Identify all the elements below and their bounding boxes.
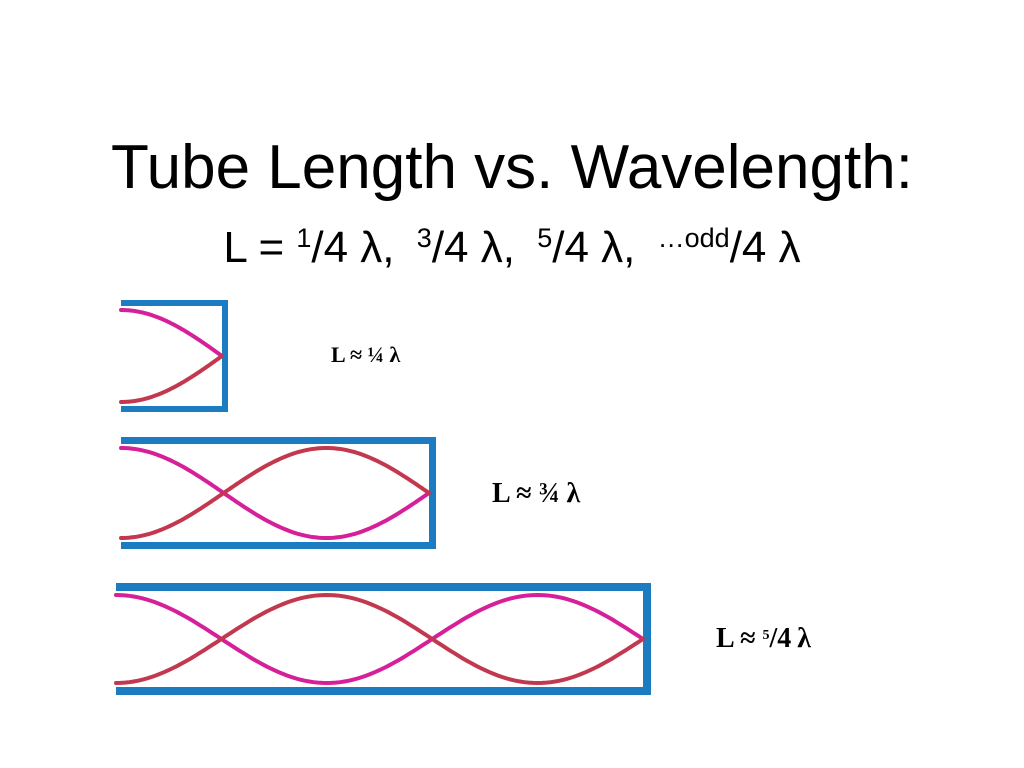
tube-2-wave-lower (119, 446, 431, 540)
formula-line: L = 1/4 λ, 3/4 λ, 5/4 λ, …odd/4 λ (0, 220, 1024, 276)
tube-1-wave-upper (119, 308, 224, 358)
formula-term-4-denominator: /4 λ (729, 223, 801, 272)
formula-term-1-denominator: /4 λ, (311, 223, 395, 272)
formula-term-3-numerator: 5 (537, 223, 553, 253)
tube-3-wave-upper (114, 592, 645, 686)
tube-3-label-denominator: /4 (769, 623, 792, 654)
formula-term-3-denominator: /4 λ, (552, 223, 636, 272)
tube-1-outline (121, 300, 228, 412)
tube-3-label-numerator: 5 (762, 628, 770, 643)
tube-2-wave-upper (119, 446, 431, 540)
formula-prefix: L = (223, 223, 297, 272)
formula-term-2-denominator: /4 λ, (431, 223, 515, 272)
formula-term-4-numerator: …odd (657, 223, 730, 253)
tube-3-label-prefix: L ≈ (716, 623, 763, 654)
tube-2-length-label: L ≈ ¾ λ (492, 478, 581, 509)
tube-3-label-lambda: λ (797, 623, 812, 654)
slide-title: Tube Length vs. Wavelength: (111, 133, 913, 202)
formula-term-1-numerator: 1 (296, 223, 312, 253)
tube-1-length-label: L ≈ ¼ λ (331, 342, 401, 367)
tube-3-wave-lower (114, 592, 645, 686)
tube-1-wave-lower (119, 354, 224, 404)
tube-3-outline (116, 583, 651, 695)
tube-2-outline (121, 437, 436, 549)
formula-term-2-numerator: 3 (416, 223, 432, 253)
